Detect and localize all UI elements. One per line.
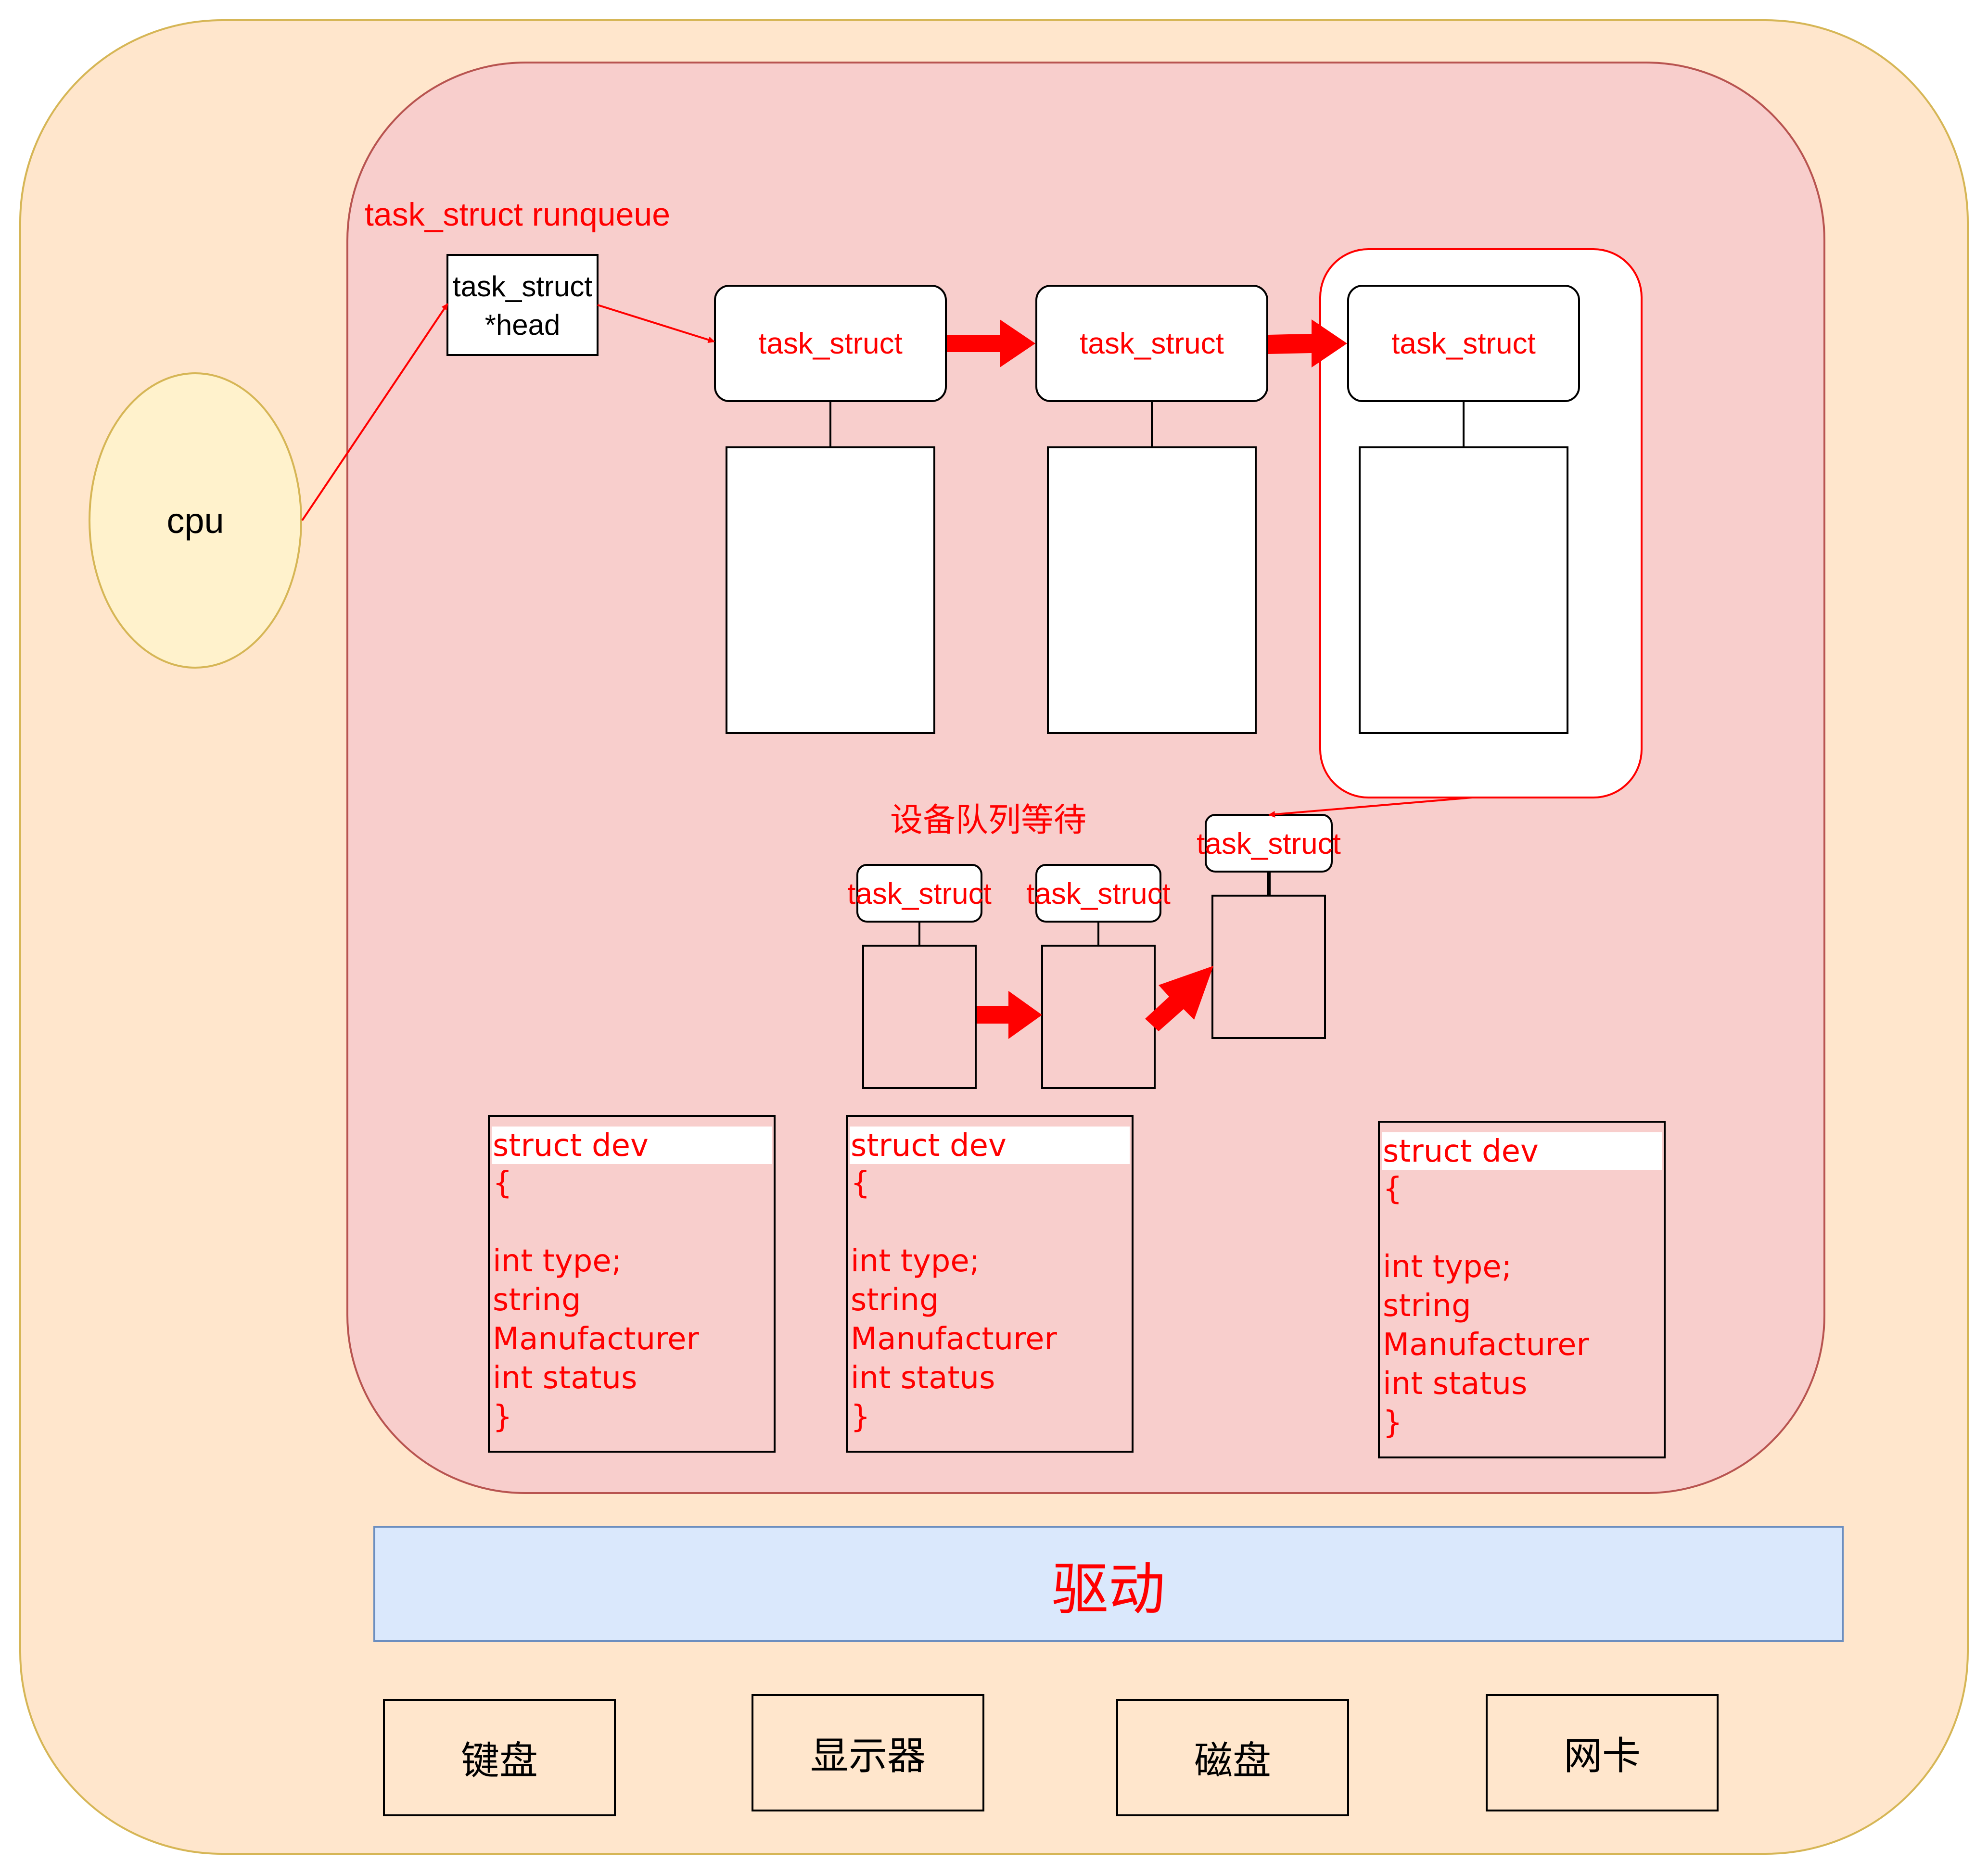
runqueue-link-1 — [947, 319, 1035, 367]
cpu-label: cpu — [166, 500, 224, 541]
waitqueue-task-2-label: task_struct — [1026, 877, 1171, 911]
struct-dev-2-header: struct dev — [850, 1127, 1130, 1164]
driver-label: 驱动 — [1051, 1556, 1165, 1622]
struct-dev-1: struct dev { int type; string Manufactur… — [488, 1115, 776, 1453]
struct-dev-1-header: struct dev — [492, 1127, 772, 1164]
runqueue-task-1-body — [726, 446, 935, 734]
struct-dev-2-body: { int type; string Manufacturer int stat… — [851, 1165, 1057, 1435]
waitqueue-link-2 — [1145, 966, 1213, 1031]
hardware-box-nic — [1486, 1694, 1719, 1811]
runqueue-task-2-body — [1047, 446, 1257, 734]
struct-dev-2: struct dev { int type; string Manufactur… — [846, 1115, 1134, 1453]
runqueue-head-label: task_struct *head — [447, 267, 598, 344]
waitqueue-link-1 — [977, 991, 1042, 1039]
driver-bar — [373, 1526, 1844, 1642]
running-to-wait-arrow — [1268, 797, 1473, 818]
hardware-box-keyboard — [383, 1699, 616, 1816]
struct-dev-3: struct dev { int type; string Manufactur… — [1378, 1121, 1666, 1458]
runqueue-task-2-label: task_struct — [1080, 327, 1224, 360]
struct-dev-3-header: struct dev — [1382, 1132, 1662, 1170]
runqueue-task-1-label: task_struct — [758, 327, 903, 360]
runqueue-link-2 — [1268, 319, 1347, 367]
cpu-to-head-arrow — [301, 303, 448, 521]
hardware-label-disk: 磁盘 — [1194, 1738, 1271, 1783]
head-to-task-arrow — [597, 304, 715, 343]
waitqueue-task-1-label: task_struct — [847, 877, 992, 911]
runqueue-label: task_struct runqueue — [365, 196, 671, 233]
hardware-label-display: 显示器 — [810, 1734, 926, 1778]
hardware-box-disk — [1116, 1699, 1349, 1816]
runqueue-task-3-body — [1359, 446, 1568, 734]
hardware-label-nic: 网卡 — [1564, 1734, 1641, 1778]
head-label-line2: *head — [484, 309, 561, 341]
hardware-box-display — [752, 1694, 984, 1811]
waitqueue-label: 设备队列等待 — [890, 801, 1087, 839]
head-label-line1: task_struct — [452, 270, 593, 303]
runqueue-head-box — [446, 254, 599, 356]
runqueue-task-3-label: task_struct — [1391, 327, 1536, 360]
struct-dev-1-body: { int type; string Manufacturer int stat… — [493, 1165, 699, 1435]
hardware-label-keyboard: 键盘 — [461, 1738, 538, 1783]
cpu-node — [89, 372, 302, 669]
waitqueue-task-1-body — [862, 945, 977, 1089]
struct-dev-3-body: { int type; string Manufacturer int stat… — [1383, 1171, 1589, 1441]
waitqueue-task-3-label: task_struct — [1197, 827, 1341, 861]
